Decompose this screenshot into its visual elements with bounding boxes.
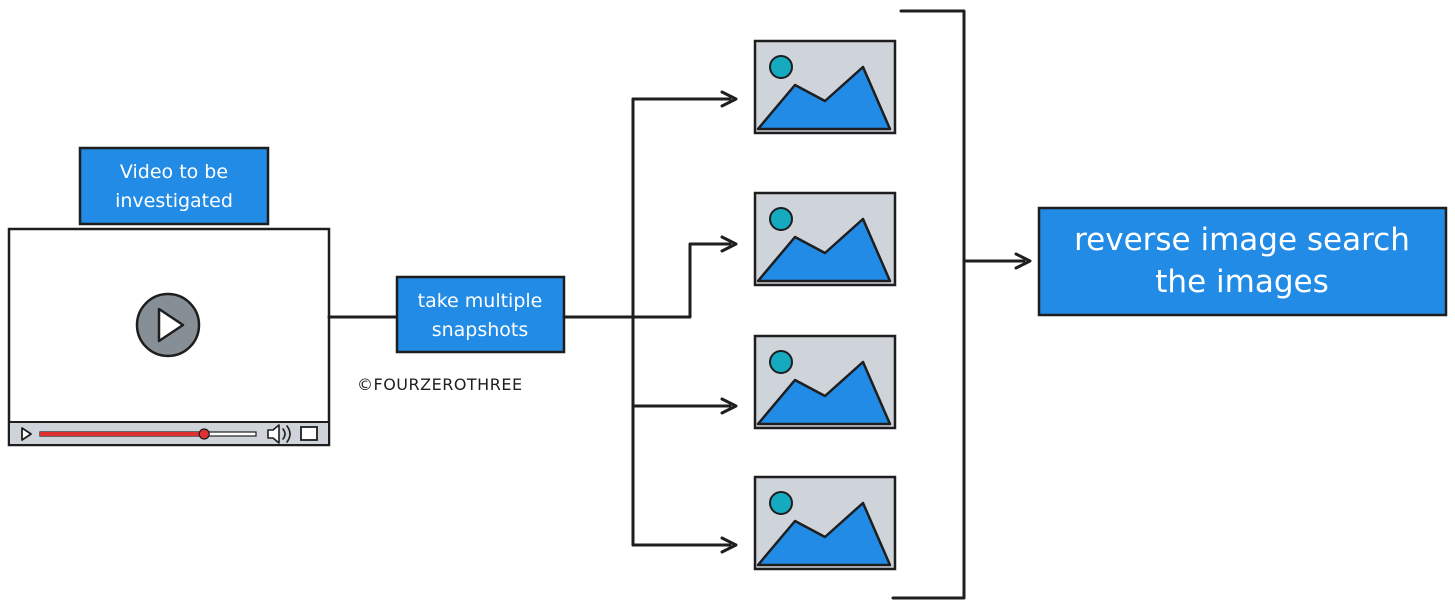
sun-icon	[769, 350, 793, 374]
snapshot-image-1	[753, 39, 897, 135]
progress-knob	[198, 428, 210, 440]
video-label-box: Video to be investigated	[78, 146, 270, 226]
fullscreen-icon	[300, 426, 318, 441]
sun-icon	[769, 207, 793, 231]
sun-icon	[769, 491, 793, 515]
mountain-icon	[756, 360, 892, 426]
arrowhead-result	[1014, 252, 1032, 270]
volume-icon	[267, 424, 291, 444]
snapshot-step-box: take multiple snapshots	[395, 275, 566, 354]
video-label-line-1: Video to be	[120, 161, 228, 183]
mountain-icon	[756, 65, 892, 131]
result-step-box: reverse image search the images	[1037, 206, 1448, 317]
snapshot-image-4	[753, 475, 897, 571]
snapshot-step-line-2: snapshots	[432, 319, 529, 341]
mountain-icon	[756, 501, 892, 567]
video-label-line-2: investigated	[115, 190, 233, 212]
snapshot-image-2	[753, 191, 897, 287]
snapshot-step-line-1: take multiple	[418, 290, 543, 312]
progress-bar	[39, 428, 257, 440]
arrowhead-image-1	[720, 90, 738, 108]
mountain-icon	[756, 217, 892, 283]
sun-icon	[769, 55, 793, 79]
result-step-line-2: the images	[1155, 264, 1328, 300]
play-icon	[21, 427, 32, 441]
play-button-icon	[135, 292, 201, 358]
copyright-text: ©FOURZEROTHREE	[357, 375, 523, 394]
fan-out-connectors	[562, 90, 738, 554]
grouping-bracket	[891, 9, 966, 600]
arrowhead-image-2	[720, 235, 738, 253]
arrow-to-image-2	[631, 242, 732, 319]
progress-fill	[40, 432, 205, 436]
arrowhead-image-4	[720, 536, 738, 554]
snapshot-image-3	[753, 334, 897, 430]
arrowhead-image-3	[720, 397, 738, 415]
video-player	[7, 227, 331, 447]
result-step-line-1: reverse image search	[1074, 222, 1410, 258]
